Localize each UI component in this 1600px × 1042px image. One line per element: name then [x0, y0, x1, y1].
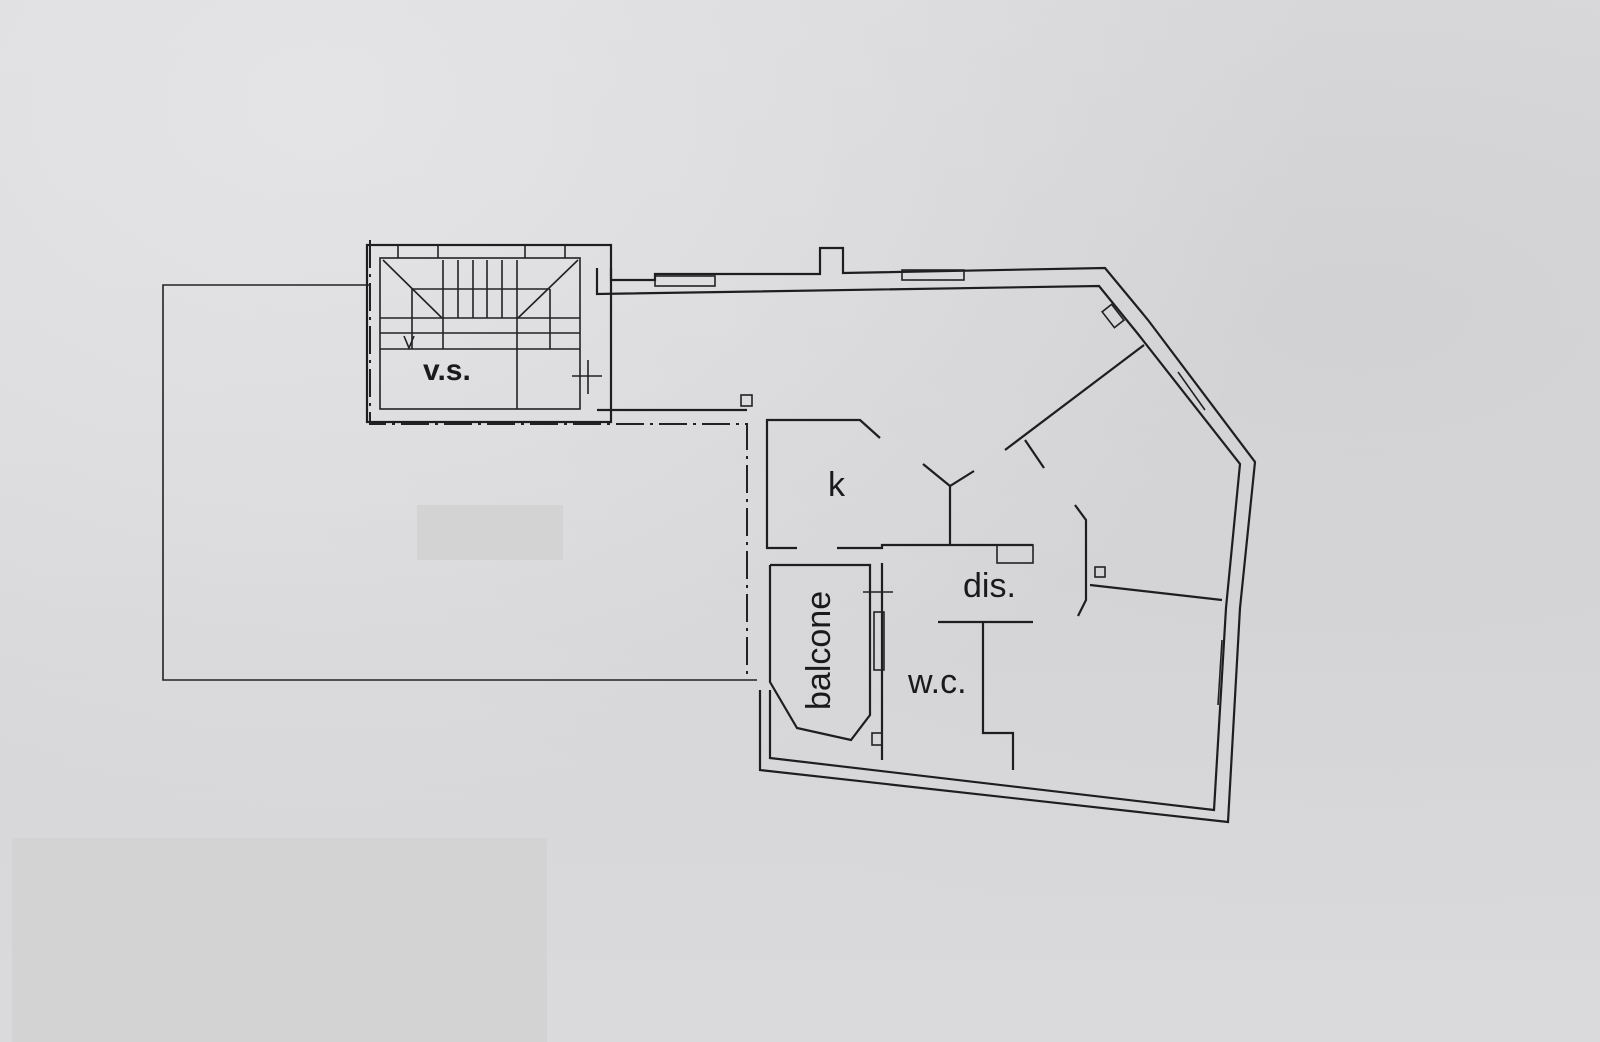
- wc-room: w.c.: [863, 563, 967, 760]
- kitchen-label: k: [828, 466, 846, 504]
- hallway-label: dis.: [963, 567, 1016, 605]
- property-boundary-line: [369, 240, 748, 680]
- wc-label: w.c.: [907, 663, 967, 701]
- bedroom-partitions: [1004, 303, 1223, 617]
- apartment-outer-walls: [595, 246, 1257, 824]
- stairwell-block: v.s.: [365, 243, 613, 424]
- balcony-room: balcone: [768, 563, 883, 746]
- kitchen-room: k: [765, 418, 1034, 564]
- bottom-left-redaction: [12, 838, 547, 1042]
- center-redaction: [417, 505, 563, 560]
- hallway-room: dis.: [938, 567, 1033, 770]
- terrace-outline: [162, 284, 757, 681]
- balcony-label: balcone: [800, 591, 838, 710]
- utility-marker-icon: [740, 394, 753, 407]
- stairwell-label: v.s.: [423, 354, 471, 387]
